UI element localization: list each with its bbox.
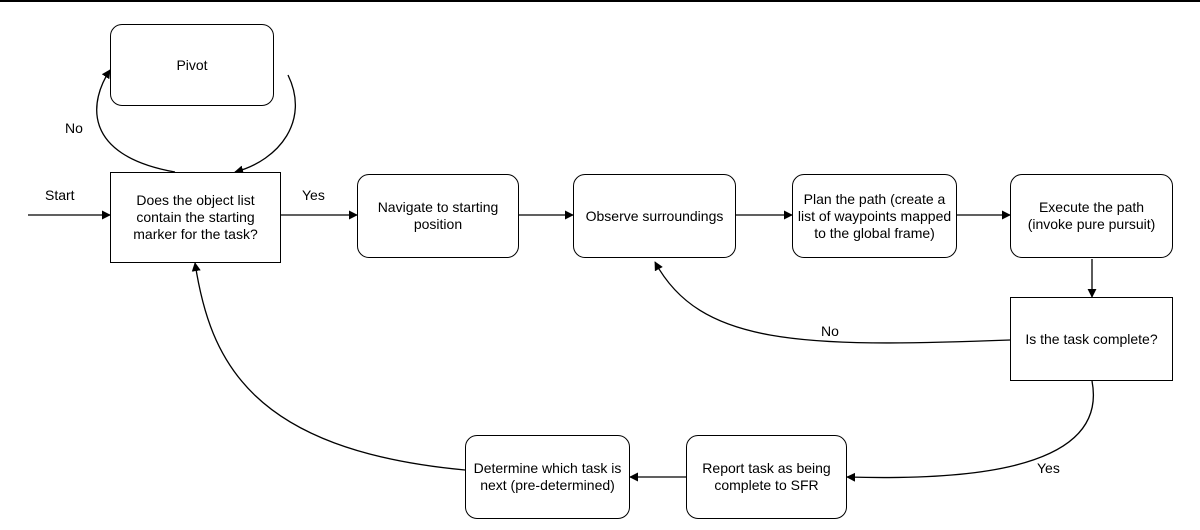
task-complete-node: Is the task complete? — [1010, 297, 1173, 381]
navigate-label: Navigate to starting position — [377, 199, 499, 232]
edge-check-to-pivot — [96, 69, 176, 173]
determine-next-node: Determine which task is next (pre-determ… — [465, 435, 630, 519]
report-label: Report task as being complete to SFR — [702, 460, 831, 493]
yes-navigate-label: Yes — [302, 187, 325, 203]
top-border-line — [0, 0, 1200, 2]
navigate-node: Navigate to starting position — [357, 174, 519, 258]
edge-complete-to-observe — [654, 261, 1011, 344]
execute-node: Execute the path (invoke pure pursuit) — [1010, 174, 1173, 258]
edge-determine-to-check — [191, 262, 466, 471]
execute-label: Execute the path (invoke pure pursuit) — [1027, 199, 1156, 232]
no-observe-label: No — [821, 323, 839, 339]
pivot-node: Pivot — [110, 24, 274, 106]
plan-label: Plan the path (create a list of waypoint… — [797, 190, 952, 241]
edge-complete-to-report — [846, 380, 1095, 482]
no-pivot-label: No — [65, 120, 83, 136]
task-complete-label: Is the task complete? — [1025, 330, 1158, 347]
edge-pivot-to-check — [234, 74, 297, 175]
yes-report-label: Yes — [1037, 460, 1060, 476]
pivot-label: Pivot — [176, 56, 208, 73]
check-marker-node: Does the object list contain the startin… — [110, 172, 281, 263]
start-label: Start — [45, 187, 75, 203]
observe-node: Observe surroundings — [573, 174, 736, 258]
observe-label: Observe surroundings — [585, 207, 724, 224]
plan-node: Plan the path (create a list of waypoint… — [792, 174, 957, 258]
report-node: Report task as being complete to SFR — [686, 435, 847, 519]
check-marker-label: Does the object list contain the startin… — [133, 192, 258, 242]
determine-next-label: Determine which task is next (pre-determ… — [473, 460, 622, 493]
